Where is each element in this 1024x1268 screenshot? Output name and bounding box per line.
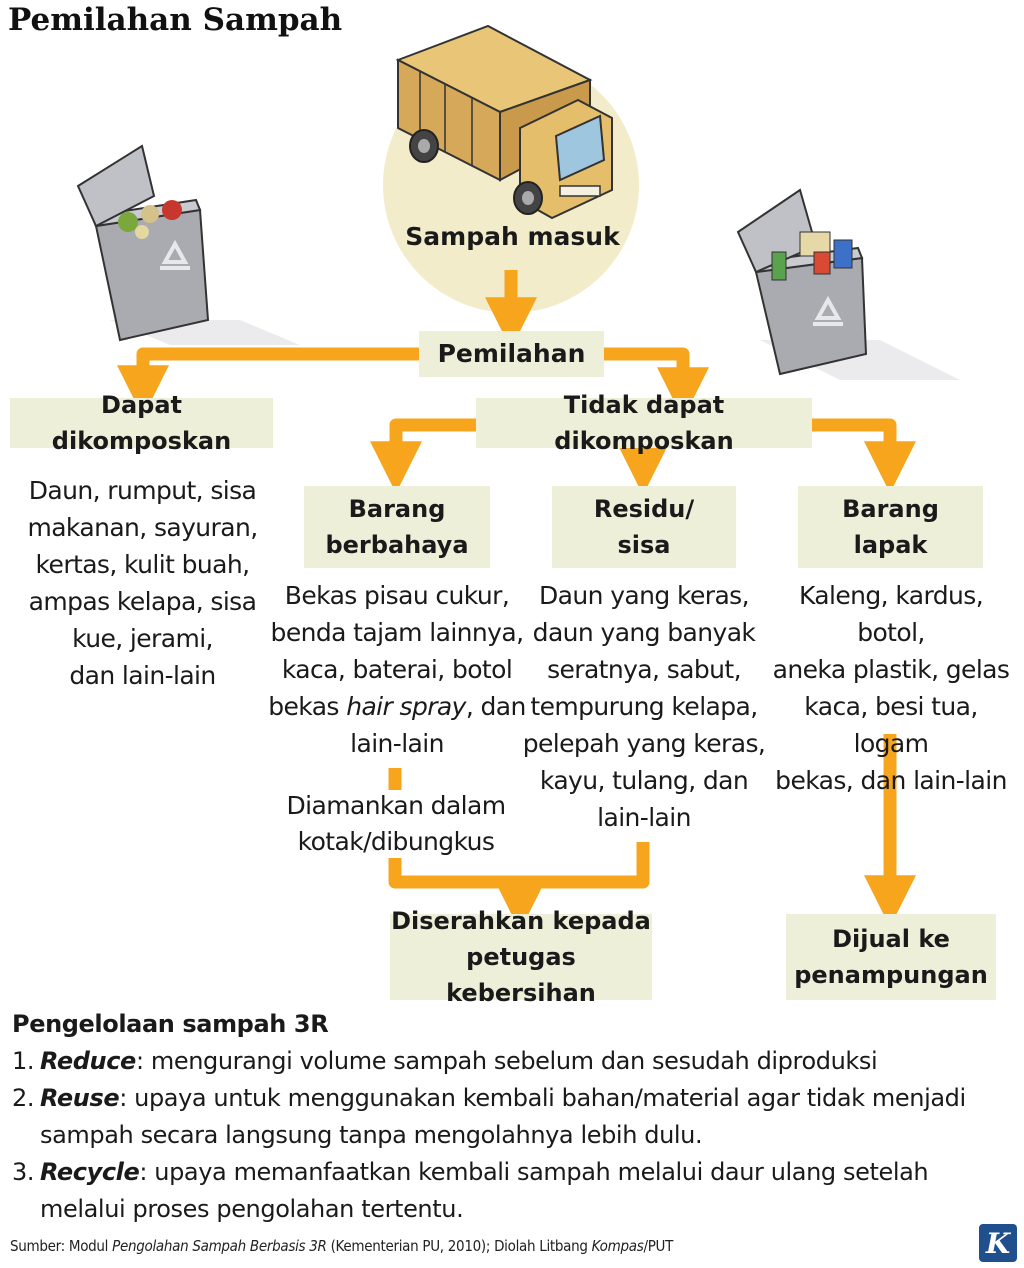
desc-line: tempurung kelapa,: [530, 692, 758, 721]
node-label-line: sisa: [617, 531, 671, 559]
desc-dapat-dikomposkan: Daun, rumput, sisa makanan, sayuran, ker…: [10, 472, 275, 694]
desc-line: Bekas pisau cukur,: [284, 581, 510, 610]
node-label-line: Barang: [842, 495, 939, 523]
node-tidak-dapat-dikomposkan: Tidak dapat dikomposkan: [476, 391, 812, 455]
desc-line: Diamankan dalam: [286, 791, 507, 820]
desc-line: dan lain-lain: [69, 661, 216, 690]
item-term: Reduce: [40, 1047, 136, 1075]
truck-icon: [395, 24, 613, 220]
desc-line: kertas, kulit buah,: [35, 550, 251, 579]
recycle-bin-icon: [736, 188, 960, 380]
three-r-item: 3. Recycle: upaya memanfaatkan kembali s…: [12, 1154, 1002, 1228]
desc-diamankan: Diamankan dalam kotak/dibungkus: [276, 788, 516, 860]
item-number: 2.: [12, 1084, 35, 1112]
desc-line: pelepah yang keras,: [522, 729, 766, 758]
source-italic: Pengolahan Sampah Berbasis 3R: [112, 1237, 327, 1255]
node-label-line: Barang: [348, 495, 446, 523]
source-italic: Kompas: [591, 1237, 644, 1255]
three-r-section: Pengelolaan sampah 3R 1. Reduce: mengura…: [12, 1006, 1002, 1228]
page-title: Pemilahan Sampah: [8, 2, 343, 38]
desc-line: lain-lain: [350, 729, 444, 758]
item-number: 1.: [12, 1047, 35, 1075]
three-r-item: 1. Reduce: mengurangi volume sampah sebe…: [12, 1043, 1002, 1080]
desc-line: bekas, dan lain-lain: [775, 766, 1007, 795]
desc-line: benda tajam lainnya,: [270, 618, 524, 647]
desc-line: kaca, besi tua, logam: [804, 692, 978, 758]
item-line: melalui proses pengolahan tertentu.: [40, 1195, 464, 1223]
source-note: Sumber: Modul Pengolahan Sampah Berbasis…: [10, 1237, 673, 1255]
item-text: : upaya memanfaatkan kembali sampah mela…: [139, 1158, 929, 1186]
node-dijual: Dijual ke penampungan: [786, 914, 996, 1000]
item-body: Recycle: upaya memanfaatkan kembali samp…: [40, 1154, 929, 1228]
desc-barang-berbahaya: Bekas pisau cukur, benda tajam lainnya, …: [268, 577, 526, 762]
desc-line: ampas kelapa, sisa: [28, 587, 257, 616]
item-text: : mengurangi volume sampah sebelum dan s…: [135, 1047, 878, 1075]
source-text: /PUT: [643, 1237, 674, 1255]
node-diserahkan: Diserahkan kepada petugas kebersihan: [390, 907, 652, 1007]
node-sampah-masuk: Sampah masuk: [405, 222, 620, 251]
source-text: Sumber: Modul: [10, 1237, 113, 1255]
node-label-line: penampungan: [794, 961, 988, 989]
desc-line: kayu, tulang, dan: [539, 766, 749, 795]
item-line: sampah secara langsung tanpa mengolahnya…: [40, 1121, 703, 1149]
item-body: Reuse: upaya untuk menggunakan kembali b…: [40, 1080, 966, 1154]
node-dapat-dikomposkan: Dapat dikomposkan: [10, 391, 273, 455]
desc-text: , dan: [465, 692, 527, 721]
desc-line: bekas hair spray, dan: [268, 688, 526, 725]
node-pemilahan: Pemilahan: [419, 331, 604, 377]
node-label-line: lapak: [853, 531, 928, 559]
node-label-line: petugas kebersihan: [446, 943, 596, 1007]
desc-italic-text: hair spray: [346, 692, 466, 721]
desc-barang-lapak: Kaleng, kardus, botol, aneka plastik, ge…: [766, 577, 1016, 799]
item-line: Reuse: upaya untuk menggunakan kembali b…: [40, 1080, 966, 1117]
desc-line: aneka plastik, gelas: [772, 655, 1010, 684]
desc-line: Kaleng, kardus, botol,: [798, 581, 984, 647]
desc-line: makanan, sayuran,: [27, 513, 258, 542]
item-line: Reduce: mengurangi volume sampah sebelum…: [40, 1043, 878, 1080]
desc-line: kaca, baterai, botol: [281, 655, 513, 684]
three-r-heading: Pengelolaan sampah 3R: [12, 1010, 329, 1038]
kompas-logo: K: [979, 1224, 1017, 1262]
desc-line: lain-lain: [597, 803, 691, 832]
node-label-line: berbahaya: [325, 531, 469, 559]
node-barang-lapak: Barang lapak: [798, 486, 983, 568]
desc-line: kue, jerami,: [72, 624, 213, 653]
desc-text: bekas: [268, 692, 347, 721]
item-term: Recycle: [40, 1158, 140, 1186]
desc-line: daun yang banyak: [532, 618, 756, 647]
desc-line: seratnya, sabut,: [547, 655, 741, 684]
desc-line: Daun, rumput, sisa: [28, 476, 257, 505]
source-text: (Kementerian PU, 2010); Diolah Litbang: [326, 1237, 592, 1255]
node-barang-berbahaya: Barang berbahaya: [304, 486, 490, 568]
organic-bin-icon: [76, 144, 300, 345]
item-term: Reuse: [40, 1084, 120, 1112]
item-number: 3.: [12, 1158, 35, 1186]
desc-residu-sisa: Daun yang keras, daun yang banyak seratn…: [522, 577, 766, 836]
node-label-line: Residu/: [593, 495, 695, 523]
item-line: Recycle: upaya memanfaatkan kembali samp…: [40, 1154, 929, 1191]
item-text: : upaya untuk menggunakan kembali bahan/…: [119, 1084, 966, 1112]
item-body: Reduce: mengurangi volume sampah sebelum…: [40, 1043, 878, 1080]
desc-line: Daun yang keras,: [539, 581, 750, 610]
node-label-line: Diserahkan kepada: [391, 907, 651, 935]
three-r-item: 2. Reuse: upaya untuk menggunakan kembal…: [12, 1080, 1002, 1154]
node-label-line: Dijual ke: [832, 925, 950, 953]
desc-line: kotak/dibungkus: [297, 827, 495, 856]
node-residu-sisa: Residu/ sisa: [552, 486, 736, 568]
